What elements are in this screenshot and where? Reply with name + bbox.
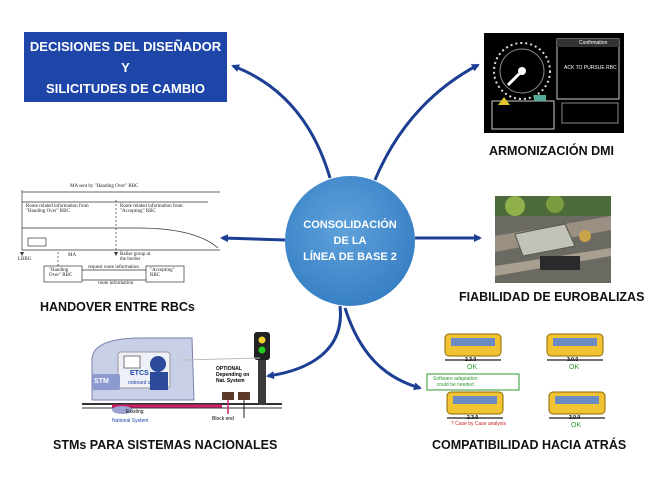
stm-etcs-sub: onboard unit (128, 380, 156, 386)
eurobalise-photo (495, 196, 611, 283)
arrow-to-handover (220, 234, 286, 243)
designer-decisions-label: DECISIONES DEL DISEÑADOR Y SILICITUDES D… (29, 38, 222, 96)
handover-request-text: request route information (88, 265, 139, 270)
center-node: CONSOLIDACIÓN DE LA LÍNEA DE BASE 2 (285, 176, 415, 306)
stm-label: STM (94, 378, 109, 385)
compat-ok-1: OK (467, 364, 478, 371)
compat-train-label-3: 2.3.0 (467, 415, 479, 421)
compat-diagram: 2.3.0 3.0.0 2.3.0 3.0.0 OK OK OK Softwar… (425, 330, 625, 429)
handover-diagram: MA sent by "Handing Over" RBC Route rela… (18, 180, 223, 292)
compat-case-note: ? Case by Case analysis (451, 421, 507, 427)
compat-software-note: Software adaptation could be needed (433, 376, 478, 388)
handover-lrbg: LRBG (18, 257, 32, 262)
arrow-to-designer-decisions (231, 64, 332, 179)
handover-route-info-text: route information (98, 281, 134, 286)
designer-decisions-box: DECISIONES DEL DISEÑADOR Y SILICITUDES D… (24, 32, 227, 102)
compat-ok-3: OK (571, 422, 582, 429)
dmi-confirmation-body: ACK TO PURSUE RBC (564, 65, 617, 71)
stm-existing: Existing (126, 409, 144, 415)
center-label: CONSOLIDACIÓN DE LA LÍNEA DE BASE 2 (303, 219, 397, 263)
stm-optional: OPTIONAL Depending on Nat. System (216, 366, 250, 384)
compat-train-label-1: 2.3.0 (465, 357, 477, 363)
handover-ma-text: MA sent by "Handing Over" RBC (70, 184, 139, 189)
compat-train-label-4: 3.0.0 (569, 415, 581, 421)
dmi-label: ARMONIZACIÓN DMI (489, 144, 614, 158)
handover-handing-box: "Handing Over" RBC (49, 268, 73, 278)
stm-label-title: STMs PARA SISTEMAS NACIONALES (53, 438, 278, 452)
dmi-confirmation-title: Confirmation (579, 40, 608, 46)
handover-accepting-box: "Accepting" RBC (150, 268, 175, 278)
dmi-screen-image: Confirmation ACK TO PURSUE RBC (484, 33, 624, 133)
handover-label: HANDOVER ENTRE RBCs (40, 300, 195, 314)
compat-train-label-2: 3.0.0 (567, 357, 579, 363)
stm-etcs: ETCS (130, 370, 149, 377)
handover-balise-group: Balise group at the border (120, 252, 151, 262)
arrow-to-dmi (373, 63, 480, 181)
compat-ok-2: OK (569, 364, 580, 371)
handover-route-info-handing: Route related information from "Handing … (26, 204, 89, 214)
handover-route-info-accepting: Route related information from "Acceptin… (120, 204, 183, 214)
stm-block-end: Block end (212, 416, 234, 422)
arrow-to-backward (343, 307, 422, 391)
dmi-screen-graphic (484, 33, 624, 133)
arrow-to-stm (266, 305, 342, 380)
stm-diagram: ETCS onboard unit STM Existing National … (82, 330, 282, 426)
stm-national-system: National System (112, 418, 149, 424)
handover-ma: MA (68, 253, 77, 258)
backward-label: COMPATIBILIDAD HACIA ATRÁS (432, 438, 627, 452)
eurobalise-label: FIABILIDAD DE EUROBALIZAS (459, 290, 645, 304)
